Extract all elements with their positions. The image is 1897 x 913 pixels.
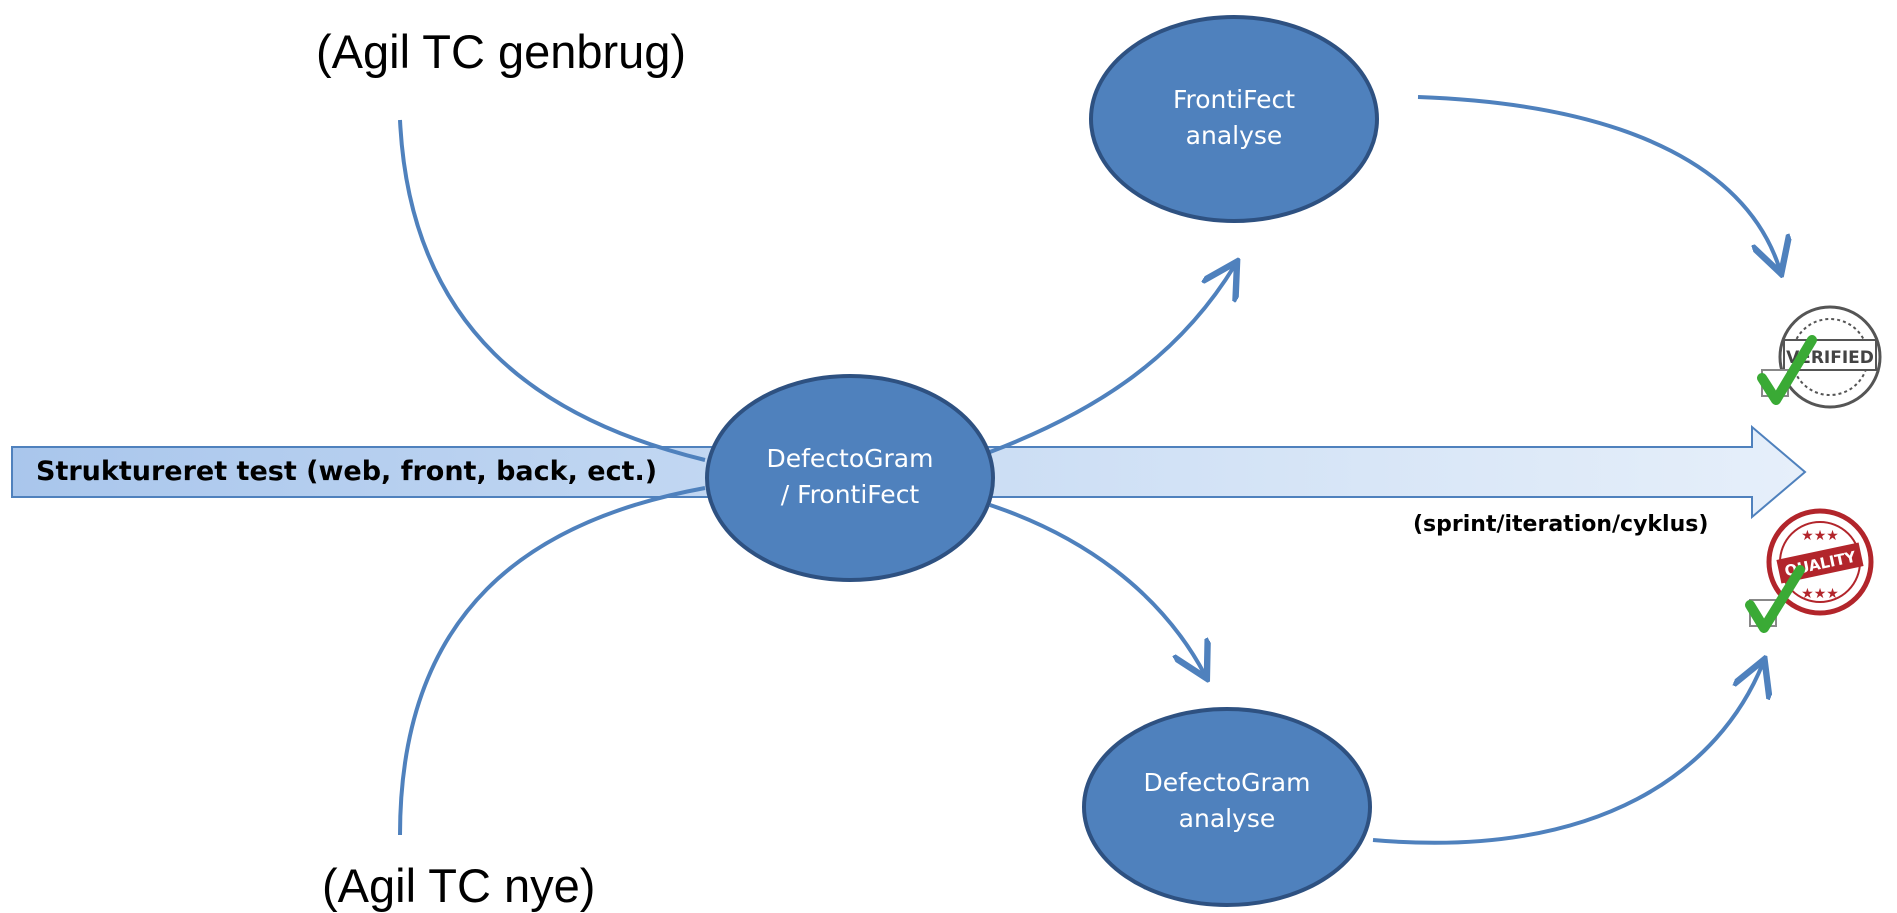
arrow-to-frontifect: [989, 265, 1235, 454]
new-label: (Agil TC nye): [322, 859, 596, 912]
arrow-to-verified: [1417, 95, 1780, 270]
frontifect-node-label: FrontiFect analyse: [1114, 82, 1354, 154]
svg-text:★★★: ★★★: [1801, 528, 1839, 544]
arrow-to-quality: [1372, 663, 1763, 845]
center-node-label: DefectoGram / FrontiFect: [730, 441, 970, 513]
verified-stamp-icon: VERIFIED: [1757, 305, 1882, 409]
quality-stamp-icon: QUALITY ★★★ ★★★: [1745, 508, 1874, 633]
center-node-line2: / FrontiFect: [780, 480, 920, 509]
reuse-label: (Agil TC genbrug): [316, 25, 687, 78]
curve-from-new: [398, 486, 706, 836]
node-frontifect-analyse: [1089, 15, 1379, 223]
node-center: [705, 374, 995, 582]
svg-text:★★★: ★★★: [1801, 586, 1839, 602]
node-defectogram-analyse: [1082, 707, 1372, 907]
defectogram-node-label: DefectoGram analyse: [1107, 765, 1347, 837]
arrow-to-defectogram: [989, 503, 1205, 675]
frontifect-node-line1: FrontiFect: [1172, 85, 1296, 114]
defectogram-node-line1: DefectoGram: [1143, 768, 1311, 797]
defectogram-node-line2: analyse: [1178, 804, 1276, 833]
frontifect-node-line2: analyse: [1185, 121, 1283, 150]
band-label: Struktureret test (web, front, back, ect…: [36, 456, 658, 487]
sprint-label: (sprint/iteration/cyklus): [1413, 512, 1709, 537]
center-node-line1: DefectoGram: [766, 444, 934, 473]
curve-from-reuse: [398, 119, 706, 462]
